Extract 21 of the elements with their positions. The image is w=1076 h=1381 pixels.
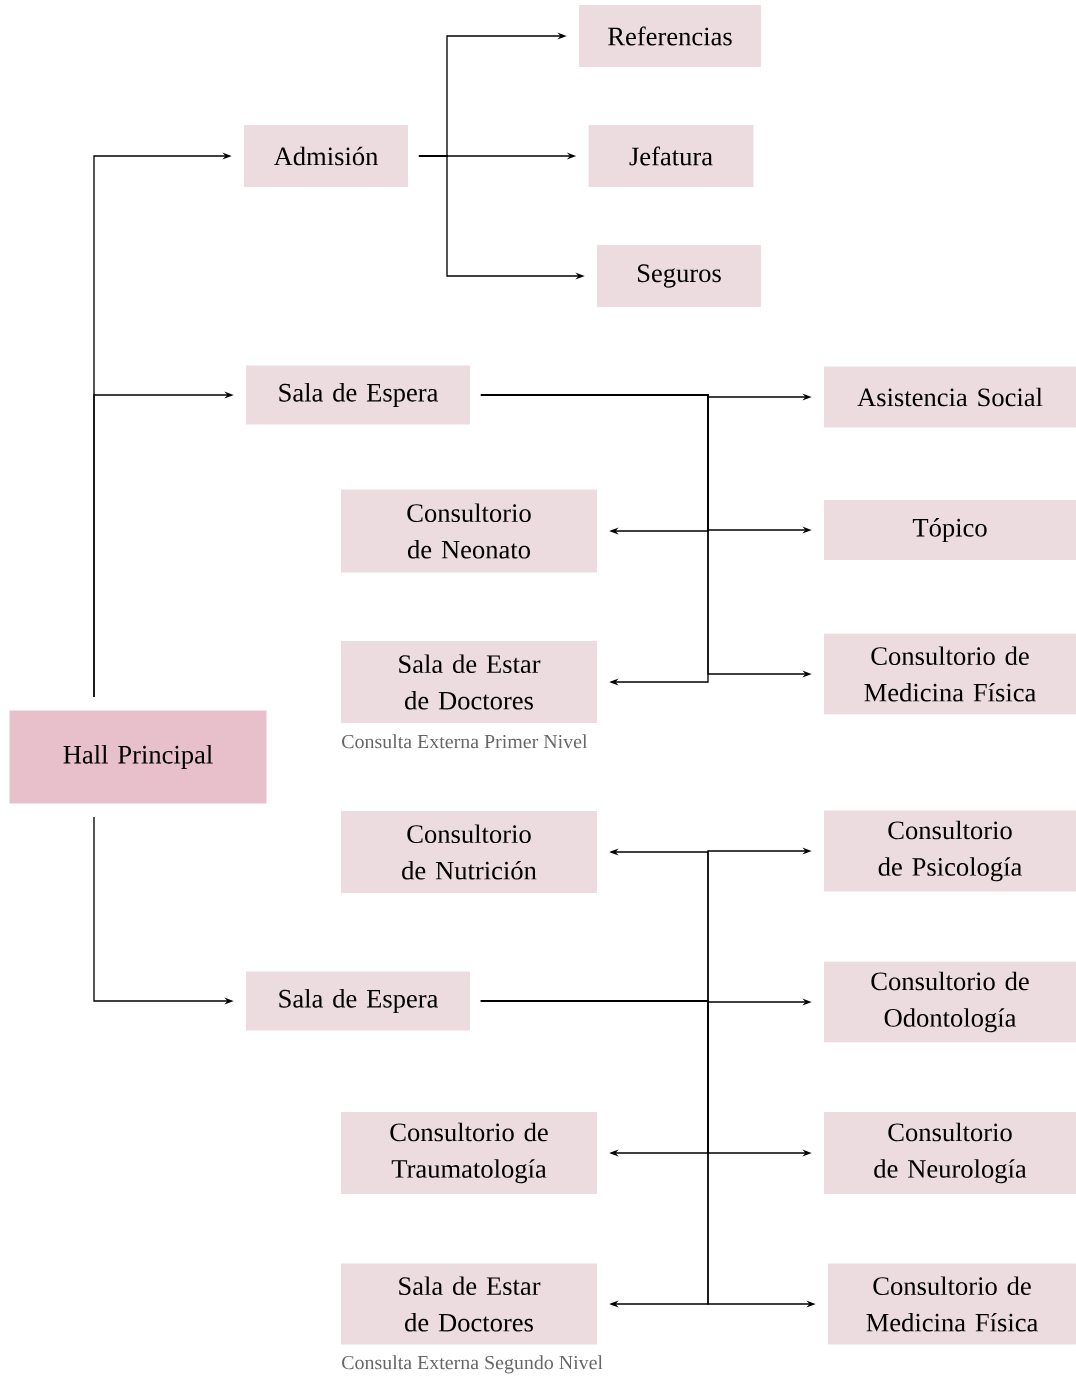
box: Sala de Estar de Doctores: [341, 641, 597, 723]
box: Sala de Espera: [246, 365, 470, 425]
box: Hall Principal: [9, 710, 267, 804]
box: Consultorio de Odontología: [824, 961, 1076, 1043]
box: Asistencia Social: [824, 366, 1076, 428]
node-label: Consulta Externa Segundo Nivel: [342, 1355, 603, 1374]
box: Consultorio de Psicología: [824, 810, 1076, 892]
box: Seguros: [597, 245, 761, 307]
box: Consultorio de Neurología: [824, 1112, 1076, 1194]
box: Consultorio de Nutrición: [341, 811, 597, 893]
box: Consultorio de Traumatología: [341, 1112, 597, 1194]
box: Consultorio de Neonato: [341, 489, 597, 573]
box: Referencias: [579, 5, 761, 67]
node-label: Consulta Externa Primer Nivel: [342, 734, 588, 749]
box: Sala de Estar de Doctores: [341, 1263, 597, 1345]
box: Admisión: [244, 125, 408, 187]
box: Sala de Espera: [246, 971, 470, 1031]
box: Consultorio de Medicina Física: [824, 633, 1076, 715]
box: Consultorio de Medicina Física: [828, 1263, 1076, 1345]
box: Tópico: [824, 500, 1076, 560]
box: Jefatura: [588, 125, 754, 187]
